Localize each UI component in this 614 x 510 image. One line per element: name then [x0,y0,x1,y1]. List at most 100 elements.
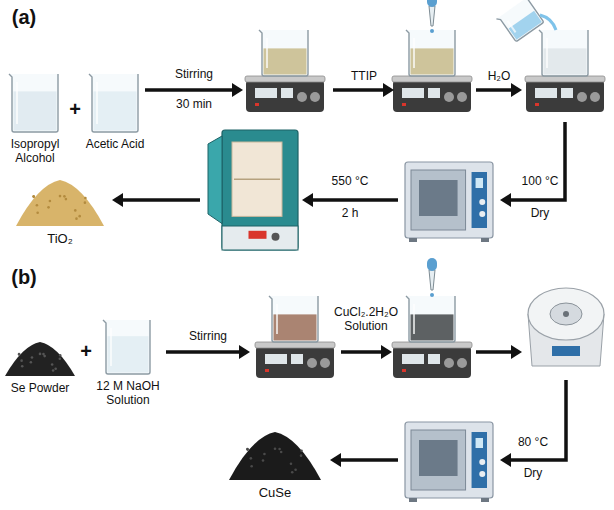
powder-grain [52,369,55,372]
powder-grain [54,367,57,370]
stirrer-knob [457,358,467,368]
muffle-furnace [208,130,298,250]
stirrer-top [245,76,325,82]
stirrer-display [402,88,424,98]
reagent-label: Se Powder [3,382,77,396]
oven-foot [409,498,417,502]
oven-door [411,430,466,490]
beaker-glass [496,0,544,43]
dropper-bulb [427,0,437,7]
powder-grain [47,206,50,209]
panel-label: (a) [4,6,44,29]
stirrer-display [281,88,293,98]
flow-arrow [122,198,200,202]
arrow-head [232,83,243,97]
powder-grain [30,361,33,364]
stirrer-knob [444,358,454,368]
powder-pile [5,342,75,376]
time-label: 2 h [315,207,385,221]
drop [430,29,434,33]
dropper-bulb [427,258,437,271]
magnetic-stirrer [245,30,325,112]
beaker-shine [276,304,278,334]
stirrer-top [392,342,472,348]
beaker-glass [259,30,308,76]
powder-grain [42,353,45,356]
centrifuge-lid [528,288,604,340]
flow-arrow [476,350,512,354]
beaker-shine [96,82,98,124]
beaker-shine [266,38,268,68]
flow-arrow [145,88,233,92]
stirrer-led [402,103,406,106]
magnetic-stirrer [392,296,472,378]
beaker-shine [16,82,18,124]
oven-window [419,440,458,476]
powder-grain [32,195,35,198]
panel-label: (b) [4,266,44,289]
powder-grain [59,195,62,198]
step-label: Dry [505,467,561,481]
arrow-head [511,83,522,97]
stirrer-led [535,103,539,106]
stirrer-knob [577,92,587,102]
beaker-glass [103,320,150,374]
stirrer-display [402,354,424,364]
reagent-label: Isopropyl Alcohol [3,138,67,166]
powder-grain [74,209,77,212]
reagent-label: 12 M NaOH Solution [93,380,163,408]
reagent-label: H₂O [476,70,522,84]
step-label: Dry [510,207,570,221]
powder-grain [280,451,283,454]
temperature-label: 80 °C [505,436,561,450]
powder-grain [18,353,21,356]
step-label: Stirring [154,68,234,82]
stirrer-display [535,88,557,98]
arrow-head [330,453,341,467]
reagent-label: Acetic Acid [83,138,147,152]
reagent-label: TTIP [336,70,392,84]
stirrer-top [525,76,605,82]
stirrer-knob [320,358,330,368]
powder-grain [250,457,253,460]
flow-arrow [476,88,512,92]
powder-grain [290,462,293,465]
powder-grain [246,448,249,451]
temperature-label: 100 °C [510,175,570,189]
powder-grain [59,354,62,357]
oven-button [479,211,485,217]
beaker-glass [269,296,318,342]
arrow-head [302,193,313,207]
stirrer-display [255,88,277,98]
magnetic-stirrer [255,296,335,378]
powder-grain [78,215,81,218]
oven-panel [472,172,487,228]
powder-grain [32,196,35,199]
stirrer-display [428,354,440,364]
stirrer-knob [310,92,320,102]
dropper [427,258,437,297]
beaker-shine [546,38,548,68]
beaker-shine [508,21,516,32]
beaker-glass [89,74,138,132]
stirrer-body [246,80,324,112]
oven-panel [472,432,487,488]
stirrer-display [428,88,440,98]
magnetic-stirrer [392,30,472,112]
oven-display [476,178,483,188]
flow-arrow [333,88,384,92]
stirrer-knob [307,358,317,368]
arrow-head [383,83,394,97]
powder-grain [20,359,23,362]
centrifuge-hub [563,311,569,317]
beaker-glass [9,74,58,132]
drying-oven [405,162,493,242]
beaker-shine [110,328,112,366]
arrow-head [381,345,392,359]
temperature-label: 550 °C [315,175,385,189]
step-label: 30 min [154,98,234,112]
pouring-beaker [496,0,544,43]
stirrer-led [265,369,269,372]
stirrer-body [256,346,334,378]
